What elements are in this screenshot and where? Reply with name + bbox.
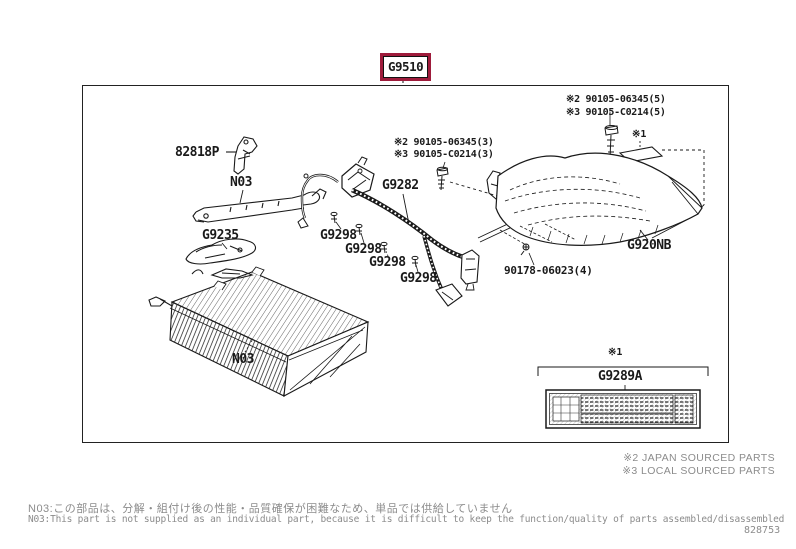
caution-label-drawing [537, 366, 709, 429]
ref-mark-label: ※1 [608, 347, 623, 358]
callout-clip-4[interactable]: G9298 [400, 271, 437, 286]
sourcing-legend: ※2 JAPAN SOURCED PARTS ※3 LOCAL SOURCED … [622, 452, 775, 478]
bracket-part-drawing [185, 238, 257, 279]
callout-battery-n03[interactable]: N03 [232, 352, 254, 367]
callout-clamp[interactable]: 82818P [175, 145, 219, 160]
rail-part-drawing [192, 188, 327, 223]
footnote-japanese: N03:この部品は、分解・組付け後の性能・品質確保が困難なため、単品では供給して… [28, 503, 513, 515]
callout-fasteners-top-1[interactable]: ※2 90105-06345(5) [566, 94, 666, 105]
legend-japan-sourced: ※2 JAPAN SOURCED PARTS [623, 452, 775, 464]
callout-clip-3[interactable]: G9298 [369, 255, 406, 270]
callout-clip-1[interactable]: G9298 [320, 228, 357, 243]
callout-bracket[interactable]: G9235 [202, 228, 239, 243]
callout-rail-n03[interactable]: N03 [230, 175, 252, 190]
callout-bolt[interactable]: 90178-06023(4) [504, 264, 593, 277]
selected-part-box[interactable]: G9510 [380, 53, 432, 81]
selected-part-code: G9510 [383, 56, 429, 78]
callout-harness[interactable]: G9282 [382, 178, 419, 193]
harness-part-drawing [297, 156, 480, 307]
callout-caution-label[interactable]: G9289A [598, 369, 642, 384]
callout-fasteners-mid-2[interactable]: ※3 90105-C0214(3) [394, 149, 494, 160]
callout-fasteners-mid-1[interactable]: ※2 90105-06345(3) [394, 137, 494, 148]
diagram-frame [82, 85, 729, 443]
footnote-english: N03:This part is not supplied as an indi… [28, 514, 785, 525]
callout-cover[interactable]: G920NB [627, 238, 671, 253]
battery-part-drawing [148, 266, 370, 397]
legend-local-sourced: ※3 LOCAL SOURCED PARTS [622, 465, 775, 477]
callout-fasteners-top-2[interactable]: ※3 90105-C0214(5) [566, 107, 666, 118]
clamp-part-drawing [226, 136, 258, 175]
figure-number: 828753 [744, 525, 781, 536]
ref-mark-plate: ※1 [632, 129, 647, 140]
cover-part-drawing [477, 152, 703, 247]
callout-clip-2[interactable]: G9298 [345, 242, 382, 257]
bolt-icon [520, 243, 535, 266]
screw-icon-mid [436, 161, 498, 197]
clip-icons [330, 211, 419, 273]
